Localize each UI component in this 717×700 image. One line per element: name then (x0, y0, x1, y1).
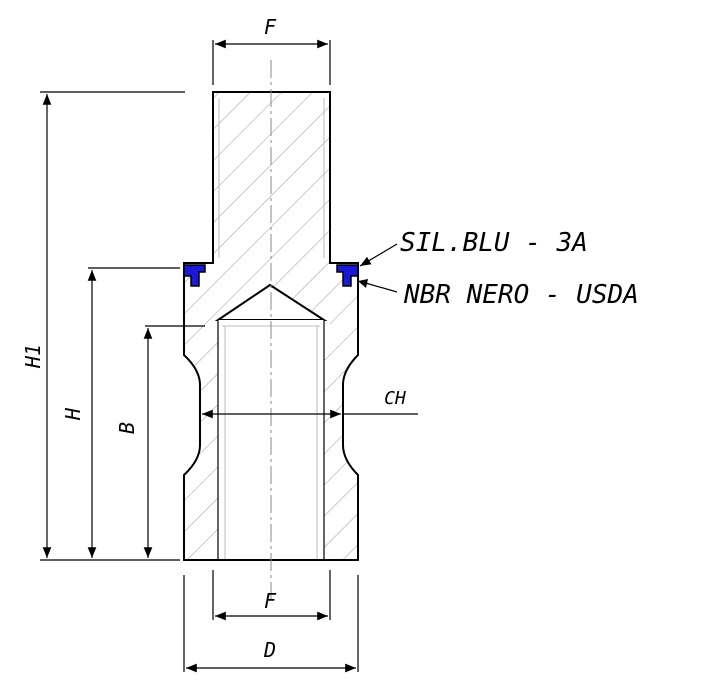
seal-top-leader (359, 243, 398, 267)
f-top-label: F (264, 15, 277, 39)
seal-bottom-arrowhead (358, 279, 368, 288)
seal-left (183, 264, 206, 287)
d-label: D (263, 638, 276, 662)
body-section-hatch-left (184, 92, 358, 560)
body-outline (183, 91, 359, 561)
h1-label: H1 (21, 344, 45, 369)
seal-right (336, 264, 359, 287)
body-section-hatch-right (324, 330, 358, 560)
seal-bottom-leader (361, 281, 398, 293)
h-label: H (61, 407, 85, 421)
b-label: B (115, 422, 139, 434)
ch-label: CH (384, 388, 406, 409)
f-bottom-label: F (264, 589, 277, 613)
seal-top-callout: SIL.BLU - 3A (400, 228, 588, 258)
seal-bottom-callout: NBR NERO - USDA (403, 280, 639, 310)
